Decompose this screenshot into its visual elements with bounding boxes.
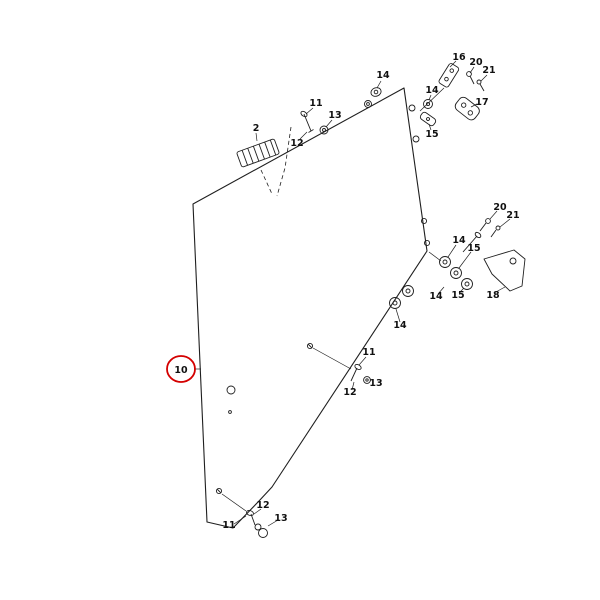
bolt-21 bbox=[495, 225, 501, 231]
washer bbox=[439, 256, 451, 268]
callout-14[interactable]: 14 bbox=[393, 320, 407, 331]
highlighted-callout-10[interactable]: 10 bbox=[166, 355, 196, 383]
screw bbox=[216, 488, 222, 494]
callout-15[interactable]: 15 bbox=[451, 290, 464, 301]
panel-hole bbox=[423, 239, 431, 247]
washer bbox=[442, 259, 448, 265]
highlight-ring bbox=[166, 355, 196, 383]
screw bbox=[306, 342, 314, 350]
callout-13[interactable]: 13 bbox=[328, 110, 341, 121]
washer bbox=[450, 267, 462, 279]
leader-lines bbox=[194, 60, 511, 527]
panel-hole bbox=[364, 100, 372, 108]
washer bbox=[365, 378, 369, 382]
bolt-21 bbox=[490, 229, 497, 238]
hinge-cluster-top-right bbox=[419, 63, 485, 127]
callout-16[interactable]: 16 bbox=[452, 52, 466, 63]
bolt-20 bbox=[485, 218, 491, 224]
bolt-head bbox=[354, 363, 362, 371]
bolt-shaft bbox=[303, 113, 312, 132]
part-2-glass-stop bbox=[236, 138, 280, 168]
washer bbox=[319, 125, 329, 135]
panel-hole bbox=[226, 385, 236, 395]
panel-hole bbox=[420, 217, 428, 225]
washer bbox=[322, 128, 326, 132]
callout-12[interactable]: 12 bbox=[343, 387, 356, 398]
bolt-shaft bbox=[462, 235, 478, 253]
part-18-hole bbox=[509, 257, 517, 265]
callout-11[interactable]: 11 bbox=[222, 520, 235, 531]
callout-12[interactable]: 12 bbox=[256, 500, 269, 511]
washer-14-upper bbox=[370, 87, 382, 97]
fastener-cluster-top bbox=[300, 110, 329, 135]
screw bbox=[215, 487, 223, 495]
callout-14[interactable]: 14 bbox=[452, 235, 466, 246]
washer bbox=[258, 528, 268, 538]
callout-20[interactable]: 20 bbox=[493, 202, 507, 213]
washer-14 bbox=[425, 101, 431, 107]
bolt-21 bbox=[476, 79, 482, 85]
panel-hole bbox=[366, 102, 370, 106]
part-16-hinge bbox=[438, 63, 460, 88]
callout-15[interactable]: 15 bbox=[425, 129, 438, 140]
construction-lines bbox=[260, 126, 292, 197]
fastener-cluster-mid bbox=[306, 342, 371, 384]
callout-12[interactable]: 12 bbox=[290, 138, 303, 149]
washer-pair-mid bbox=[389, 285, 414, 309]
bolt-head bbox=[300, 110, 308, 118]
washer bbox=[464, 281, 470, 287]
washer bbox=[453, 270, 459, 276]
washer bbox=[461, 278, 473, 290]
washer bbox=[254, 523, 262, 531]
bolt-head bbox=[246, 509, 254, 517]
callout-18[interactable]: 18 bbox=[486, 290, 500, 301]
callout-21[interactable]: 21 bbox=[506, 210, 519, 221]
callout-14[interactable]: 14 bbox=[425, 85, 439, 96]
callout-11[interactable]: 11 bbox=[309, 98, 322, 109]
callout-2[interactable]: 2 bbox=[253, 123, 260, 134]
bolt-20 bbox=[479, 222, 487, 232]
callout-11[interactable]: 11 bbox=[362, 347, 375, 358]
callout-14[interactable]: 14 bbox=[376, 70, 390, 81]
washer bbox=[363, 376, 371, 384]
panel-hole bbox=[228, 410, 232, 414]
door-glass-panel bbox=[192, 87, 431, 529]
bolt-tip bbox=[308, 129, 314, 133]
part-17-bracket bbox=[454, 96, 480, 121]
cluster-mid-right bbox=[439, 218, 526, 292]
fastener-cluster-bottom bbox=[215, 487, 268, 538]
washer-14 bbox=[423, 99, 433, 109]
callout-17[interactable]: 17 bbox=[475, 97, 488, 108]
panel-hole bbox=[408, 104, 416, 112]
bolt-20 bbox=[466, 71, 472, 77]
part-15-plate bbox=[419, 111, 437, 127]
bolt-shaft bbox=[250, 513, 256, 526]
screw bbox=[307, 343, 313, 349]
callout-13[interactable]: 13 bbox=[369, 378, 382, 389]
callout-14[interactable]: 14 bbox=[429, 291, 443, 302]
bolt-20 bbox=[469, 75, 475, 85]
callout-13[interactable]: 13 bbox=[274, 513, 287, 524]
callout-10[interactable]: 10 bbox=[174, 365, 188, 376]
callout-21[interactable]: 21 bbox=[482, 65, 495, 76]
callout-15[interactable]: 15 bbox=[467, 243, 480, 254]
bolt-21 bbox=[479, 83, 485, 92]
panel-hole bbox=[412, 135, 420, 143]
callout-labels: 2 11 13 12 14 16 20 21 14 15 17 20 21 14… bbox=[222, 52, 519, 531]
part-18-handle bbox=[483, 249, 526, 292]
bolt-shaft bbox=[350, 367, 358, 382]
callout-20[interactable]: 20 bbox=[469, 57, 483, 68]
